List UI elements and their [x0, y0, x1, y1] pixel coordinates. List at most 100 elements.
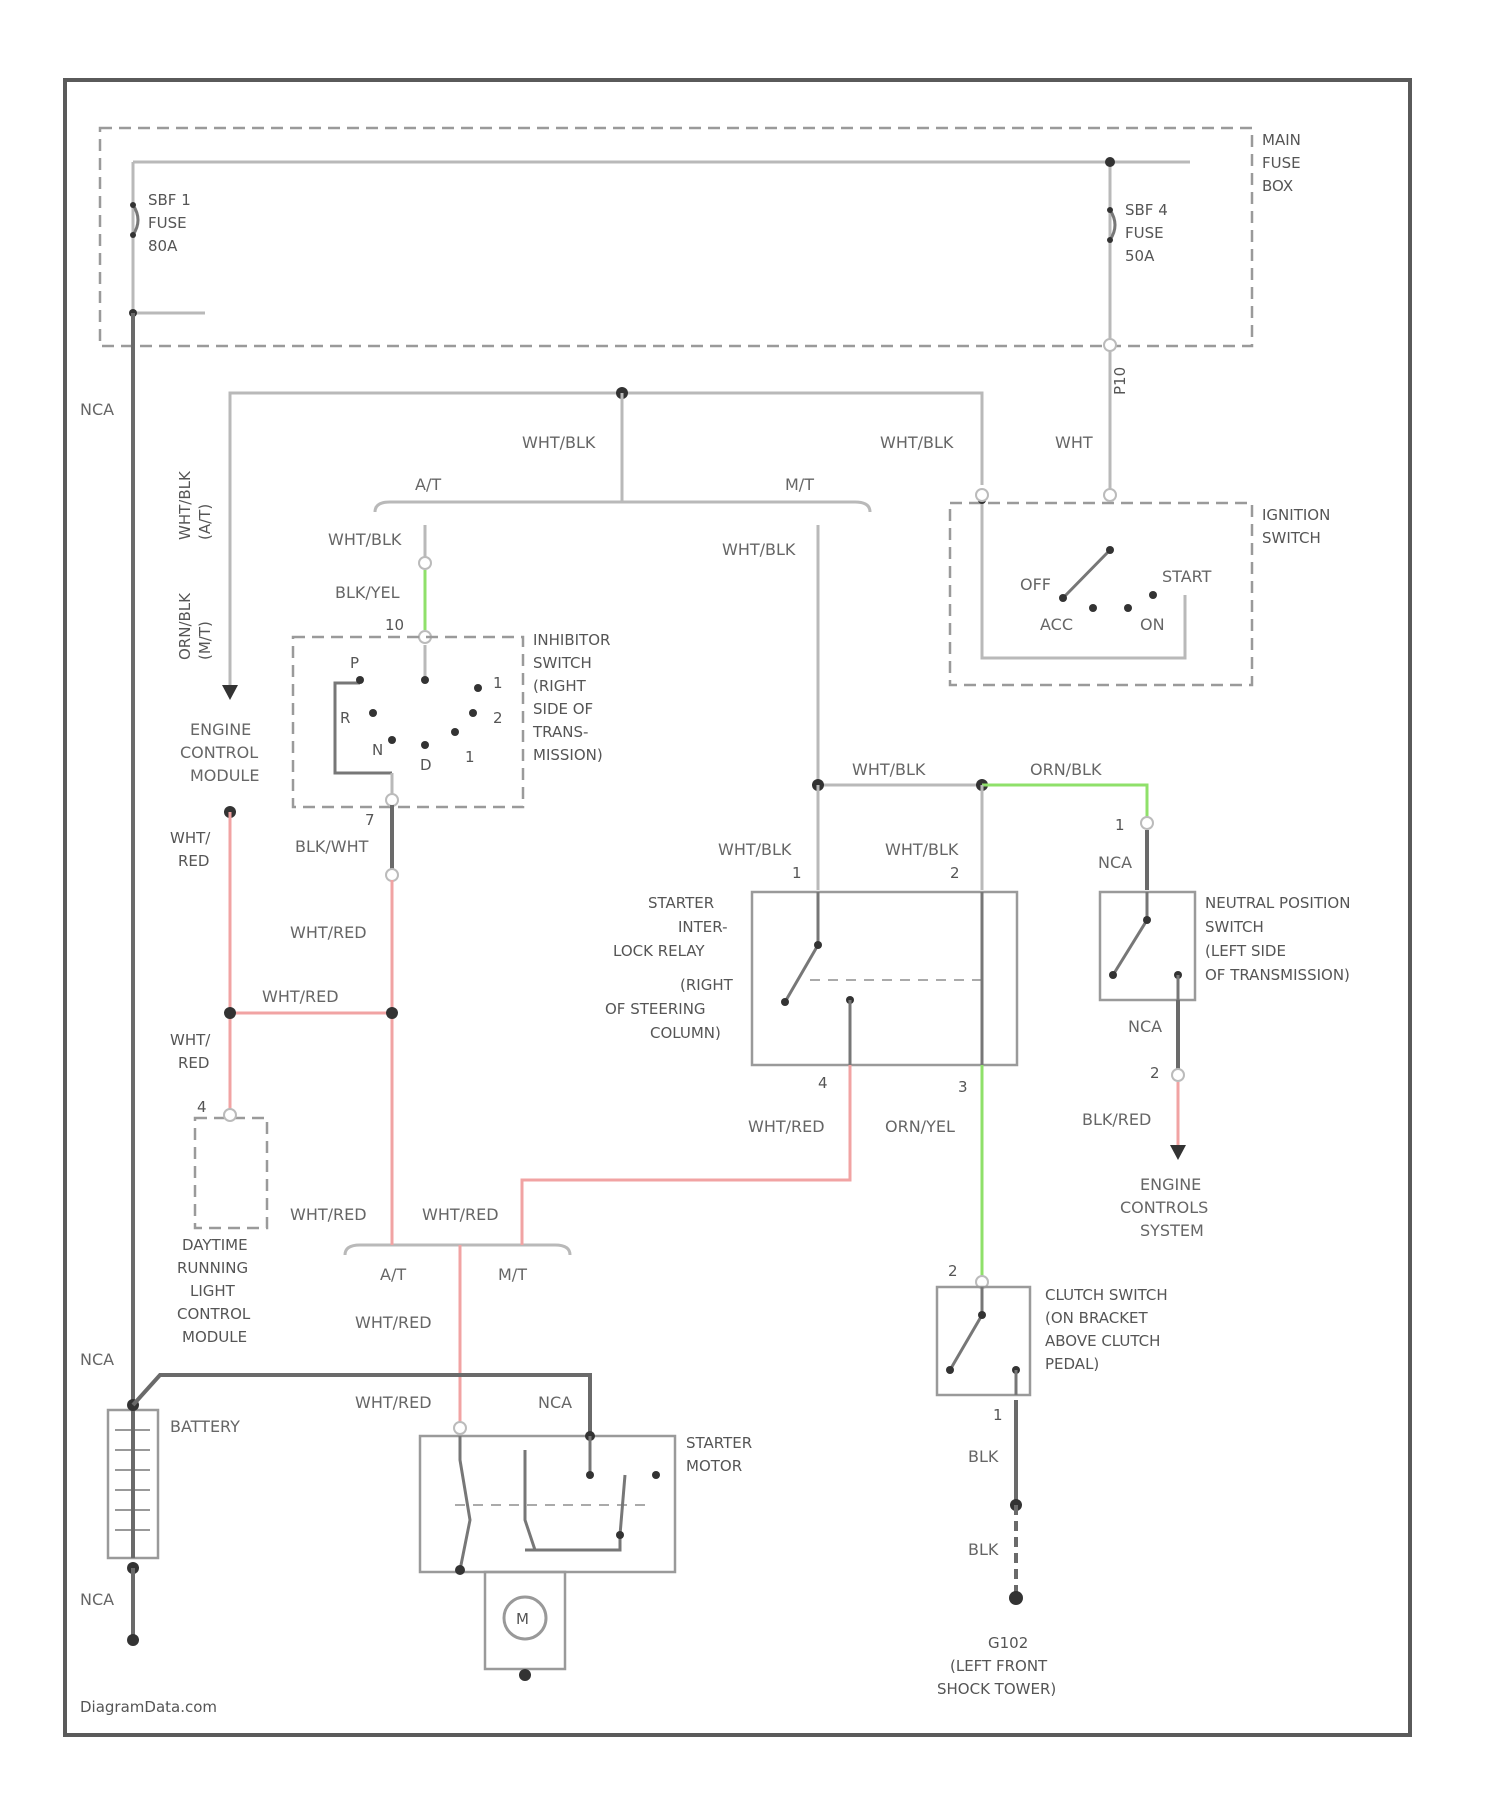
sbf1-label-1: SBF 1 [148, 191, 191, 209]
wire-wht-red-4: WHT/RED [290, 1205, 367, 1224]
ground-label-3: SHOCK TOWER) [937, 1680, 1056, 1698]
inhibitor-label-5: TRANS- [532, 723, 588, 741]
wire-wht-red-7: WHT/RED [355, 1393, 432, 1412]
pin-10: 10 [385, 616, 404, 634]
wire-wht-red-b2: RED [178, 1054, 209, 1072]
wire-wht-blk-6: WHT/BLK [718, 840, 792, 859]
wire-wht-red-5: WHT/RED [422, 1205, 499, 1224]
ign-pos-off: OFF [1020, 575, 1051, 594]
nps-label-4: OF TRANSMISSION) [1205, 966, 1350, 984]
inh-pos-1: 1 [493, 674, 503, 692]
wire-blk-red: BLK/RED [1082, 1110, 1151, 1129]
inh-pos-n: N [372, 741, 383, 759]
pin-1-clutch: 1 [993, 1406, 1003, 1424]
pin-1-relay: 1 [792, 864, 802, 882]
sbf1-label-2: FUSE [148, 214, 187, 232]
inh-pos-2: 2 [493, 709, 503, 727]
nps-label-3: (LEFT SIDE [1205, 942, 1286, 960]
drl-label-5: MODULE [182, 1328, 247, 1346]
footer-credit: DiagramData.com [80, 1698, 217, 1716]
ignition-switch-label-2: SWITCH [1262, 529, 1321, 547]
relay-label-6: COLUMN) [650, 1024, 721, 1042]
pin-1-nps: 1 [1115, 816, 1125, 834]
wire-wht-red-3: WHT/RED [748, 1117, 825, 1136]
main-fuse-box-label-3: BOX [1262, 177, 1293, 195]
sbf4-label-2: FUSE [1125, 224, 1164, 242]
relay-label-3: LOCK RELAY [613, 942, 705, 960]
inh-pos-l: 1 [465, 748, 475, 766]
drl-label-3: LIGHT [190, 1282, 236, 1300]
ign-pos-start: START [1162, 567, 1212, 586]
wire-nca-3: NCA [1128, 1017, 1162, 1036]
split-mt-2: M/T [498, 1265, 527, 1284]
neutral-position-switch: NEUTRAL POSITION SWITCH (LEFT SIDE OF TR… [1100, 892, 1350, 1000]
ecm-feed-line-4: (M/T) [196, 621, 214, 660]
wire-p10: P10 [1111, 367, 1129, 395]
relay-label-2: INTER- [678, 918, 728, 936]
inh-pos-p: P [350, 654, 359, 672]
relay-label-5: OF STEERING [605, 1000, 706, 1018]
inhibitor-label-6: MISSION) [533, 746, 603, 764]
wire-wht-blk-1: WHT/BLK [880, 433, 954, 452]
wire-blk-yel: BLK/YEL [335, 583, 400, 602]
sbf1-fuse: SBF 1 FUSE 80A [130, 191, 191, 255]
wire-wht-red-6: WHT/RED [355, 1313, 432, 1332]
ecm-label-2: CONTROL [180, 743, 258, 762]
main-fuse-box: SBF 1 FUSE 80A SBF 4 FUSE 50A MAIN FUSE … [100, 128, 1301, 346]
ignition-switch: OFF ACC ON START IGNITION SWITCH [950, 489, 1330, 685]
wire-blk-1: BLK [968, 1447, 999, 1466]
sbf4-label-1: SBF 4 [1125, 201, 1168, 219]
relay-label-4: (RIGHT [680, 976, 734, 994]
pin-2-nps: 2 [1150, 1064, 1160, 1082]
main-fuse-box-label-1: MAIN [1262, 131, 1301, 149]
wire-orn-blk: ORN/BLK [1030, 760, 1102, 779]
split-at-1: A/T [415, 475, 441, 494]
drl-label-2: RUNNING [177, 1259, 248, 1277]
nps-label-2: SWITCH [1205, 918, 1264, 936]
inhibitor-label-4: SIDE OF [533, 700, 593, 718]
ecs-label-2: CONTROLS [1120, 1198, 1208, 1217]
engine-controls-system: ENGINE CONTROLS SYSTEM [1120, 1175, 1208, 1240]
battery: BATTERY [108, 1410, 240, 1558]
wire-wht-blk-2: WHT/BLK [522, 433, 596, 452]
ecm-label-1: ENGINE [190, 720, 251, 739]
wire-nca-1: NCA [80, 400, 114, 419]
ignition-switch-label-1: IGNITION [1262, 506, 1330, 524]
ecm-feed-line-1: WHT/BLK [176, 470, 194, 540]
wire-wht-blk-4: WHT/BLK [722, 540, 796, 559]
ign-pos-acc: ACC [1040, 615, 1073, 634]
drl-label-1: DAYTIME [182, 1236, 248, 1254]
wire-wht-blk-7: WHT/BLK [885, 840, 959, 859]
wire-wht-blk-3: WHT/BLK [328, 530, 402, 549]
ground-label-1: G102 [988, 1634, 1028, 1652]
sbf4-fuse: SBF 4 FUSE 50A [1107, 201, 1168, 265]
ecm-feed-line-3: ORN/BLK [176, 592, 194, 660]
inhibitor-switch: P R N D 2 1 1 INHIBITOR SWITCH (RIGHT SI… [293, 631, 610, 807]
wire-wht: WHT [1055, 433, 1093, 452]
main-fuse-box-label-2: FUSE [1262, 154, 1301, 172]
inhibitor-label-2: SWITCH [533, 654, 592, 672]
pin-7: 7 [365, 811, 375, 829]
ecs-label-3: SYSTEM [1140, 1221, 1204, 1240]
clutch-switch: CLUTCH SWITCH (ON BRACKET ABOVE CLUTCH P… [937, 1286, 1168, 1395]
ecs-label-1: ENGINE [1140, 1175, 1201, 1194]
motor-symbol: M [516, 1610, 529, 1628]
engine-control-module: ENGINE CONTROL MODULE [180, 720, 259, 818]
pin-3-relay: 3 [958, 1078, 968, 1096]
wire-nca-6: NCA [538, 1393, 572, 1412]
inhibitor-label-1: INHIBITOR [533, 631, 610, 649]
wire-wht-red-2: WHT/RED [262, 987, 339, 1006]
clutch-label-4: PEDAL) [1045, 1355, 1099, 1373]
wire-blk-wht: BLK/WHT [295, 837, 369, 856]
ground-label-2: (LEFT FRONT [950, 1657, 1048, 1675]
relay-label-1: STARTER [648, 894, 714, 912]
wire-nca-2: NCA [1098, 853, 1132, 872]
clutch-label-3: ABOVE CLUTCH [1045, 1332, 1160, 1350]
battery-label: BATTERY [170, 1417, 240, 1436]
wire-wht-red-b1: WHT/ [170, 1031, 211, 1049]
wire-blk-2: BLK [968, 1540, 999, 1559]
inh-pos-r: R [340, 709, 350, 727]
clutch-label-2: (ON BRACKET [1045, 1309, 1149, 1327]
wire-wht-blk-5: WHT/BLK [852, 760, 926, 779]
